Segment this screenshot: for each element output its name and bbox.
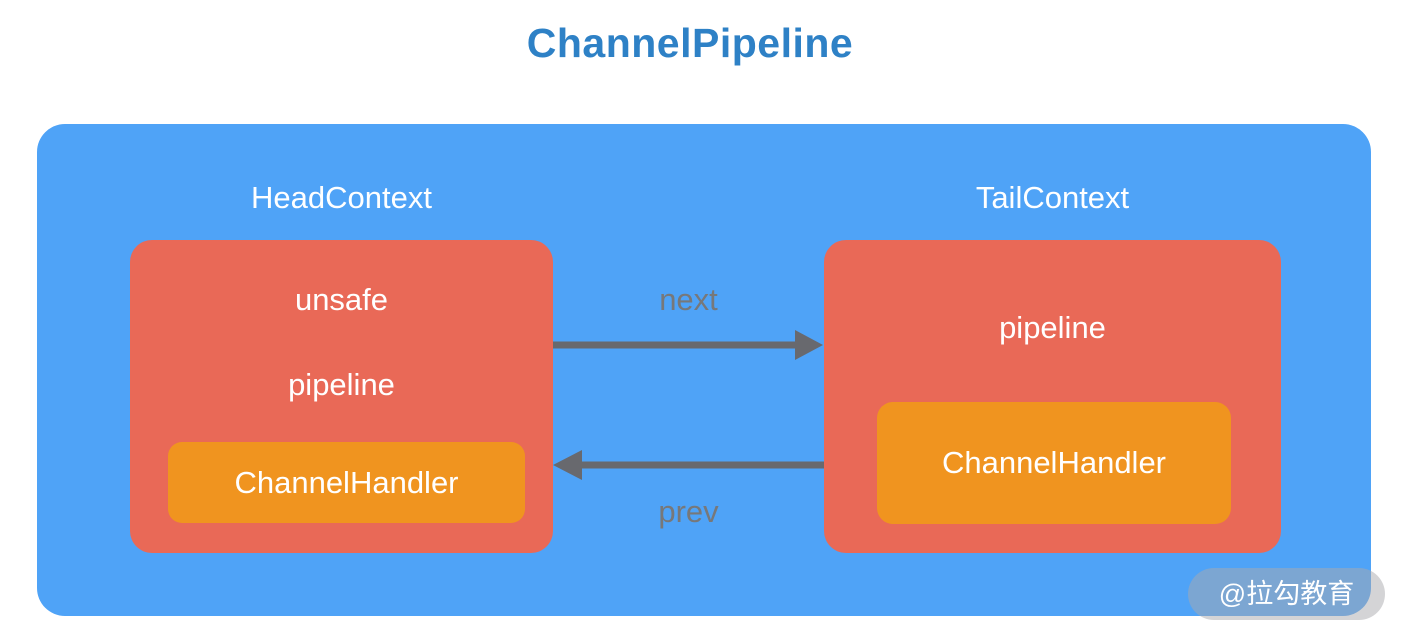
tail-context-label: TailContext (975, 180, 1130, 215)
head-context-label: HeadContext (251, 180, 432, 215)
next-arrow-label: next (659, 282, 718, 317)
head-channel-handler-box: ChannelHandler (168, 442, 525, 523)
tail-context-field-pipeline: pipeline (999, 310, 1106, 345)
prev-arrow-icon (553, 450, 824, 480)
tail-channel-handler-box: ChannelHandler (877, 402, 1231, 524)
tail-context-box: pipeline ChannelHandler (824, 240, 1281, 553)
head-context-field-unsafe: unsafe (294, 282, 389, 317)
watermark-badge: @拉勾教育 (1188, 568, 1385, 620)
diagram-title: ChannelPipeline (526, 20, 854, 66)
pipeline-container: HeadContext TailContext unsafe pipeline … (37, 124, 1385, 620)
head-context-box: unsafe pipeline ChannelHandler (130, 240, 553, 553)
prev-arrow-label: prev (658, 494, 719, 529)
next-arrow-icon (553, 330, 823, 360)
head-context-field-pipeline: pipeline (288, 367, 395, 402)
